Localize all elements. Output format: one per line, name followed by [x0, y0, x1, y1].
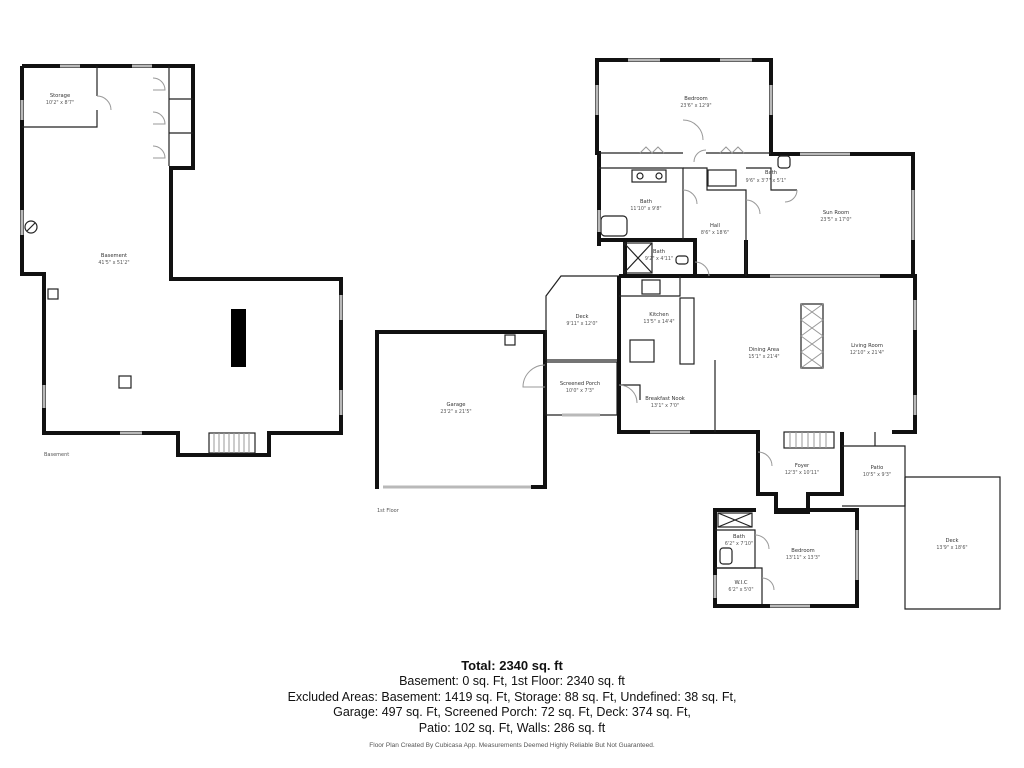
- deck-large-outline: [904, 476, 1001, 610]
- room-dimensions: 10'2" x 8'7": [46, 100, 74, 106]
- room-labels: Storage 10'2" x 8'7" Basement 41'5" x 51…: [44, 93, 968, 593]
- room-name: Bath: [733, 534, 745, 540]
- summary-line: Excluded Areas: Basement: 1419 sq. Ft, S…: [287, 689, 737, 704]
- room-dimensions: 13'11" x 13'3": [786, 555, 820, 561]
- summary-line: Garage: 497 sq. Ft, Screened Porch: 72 s…: [333, 705, 691, 719]
- room-name: Bedroom: [684, 96, 707, 102]
- floor-plan: Storage 10'2" x 8'7" Basement 41'5" x 51…: [20, 58, 1001, 610]
- room-dimensions: 10'5" x 9'3": [863, 472, 891, 478]
- basement-outer-wall: [20, 64, 343, 457]
- garage-walls: [375, 330, 547, 489]
- room-name: Basement: [101, 253, 127, 259]
- total-area: Total: 2340 sq. ft: [461, 658, 563, 673]
- room-name: Bath: [653, 249, 665, 255]
- room-dimensions: 23'2" x 21'5": [440, 409, 471, 415]
- room-dimensions: 9'2" x 4'11": [645, 256, 673, 262]
- room-name: Bath: [640, 199, 652, 205]
- summary-line: Patio: 102 sq. Ft, Walls: 286 sq. ft: [418, 720, 606, 735]
- room-dimensions: 11'10" x 9'8": [630, 206, 661, 212]
- basement-chimney: [231, 309, 246, 367]
- room-dimensions: 23'5" x 17'0": [820, 217, 851, 223]
- room-name: Storage: [50, 93, 70, 99]
- basement-stairs: [208, 432, 256, 454]
- room-dimensions: 6'2" x 5'0": [728, 587, 753, 593]
- room-dimensions: 9'11" x 12'0": [566, 321, 597, 327]
- first-floor-plan: [545, 58, 1001, 610]
- storage-walls: [22, 110, 98, 128]
- room-dimensions: 10'0" x 7'3": [566, 388, 594, 394]
- water-heater: [24, 220, 38, 234]
- floor-label-first: 1st Floor: [377, 508, 400, 514]
- room-dimensions: 13'5" x 14'4": [643, 319, 674, 325]
- room-name: Garage: [447, 402, 466, 408]
- room-dimensions: 13'1" x 7'0": [651, 403, 679, 409]
- garage-plan: [375, 330, 547, 489]
- area-summary: Total: 2340 sq. ft Basement: 0 sq. Ft, 1…: [0, 658, 1024, 749]
- room-dimensions: 9'6" x 3'7" x 5'1": [746, 178, 787, 184]
- deck-small-outline: [545, 275, 619, 361]
- room-dimensions: 13'9" x 18'6": [936, 545, 967, 551]
- room-name: Bath: [765, 170, 777, 176]
- room-dimensions: 41'5" x 51'2": [98, 260, 129, 266]
- disclaimer: Floor Plan Created By Cubicasa App. Meas…: [369, 742, 655, 749]
- room-name: Dining Area: [749, 347, 779, 353]
- room-name: Screened Porch: [560, 381, 600, 387]
- room-name: Bedroom: [791, 548, 814, 554]
- floor-label-basement: Basement: [44, 452, 69, 458]
- patio-outline: [842, 445, 906, 507]
- room-name: Living Room: [851, 343, 883, 349]
- room-dimensions: 12'10" x 21'4": [850, 350, 884, 356]
- main-house-outer-wall: [617, 276, 760, 496]
- basement-floor-plan: [20, 64, 343, 457]
- basement-post: [118, 375, 132, 389]
- room-dimensions: 6'2" x 7'10": [725, 541, 753, 547]
- room-name: Deck: [575, 314, 588, 320]
- room-dimensions: 23'6" x 12'9": [680, 103, 711, 109]
- room-name: Sun Room: [823, 210, 849, 216]
- room-name: Breakfast Nook: [645, 396, 685, 402]
- room-name: Patio: [871, 465, 884, 471]
- room-dimensions: 15'1" x 21'4": [748, 354, 779, 360]
- room-name: W.I.C: [735, 580, 748, 586]
- summary-line: Basement: 0 sq. Ft, 1st Floor: 2340 sq. …: [399, 674, 625, 688]
- room-dimensions: 12'3" x 10'11": [785, 470, 819, 476]
- room-dimensions: 8'6" x 18'6": [701, 230, 729, 236]
- foyer-stairs: [783, 431, 835, 449]
- room-name: Foyer: [795, 463, 810, 469]
- room-name: Kitchen: [649, 312, 669, 318]
- room-name: Deck: [945, 538, 958, 544]
- room-name: Hall: [710, 223, 720, 229]
